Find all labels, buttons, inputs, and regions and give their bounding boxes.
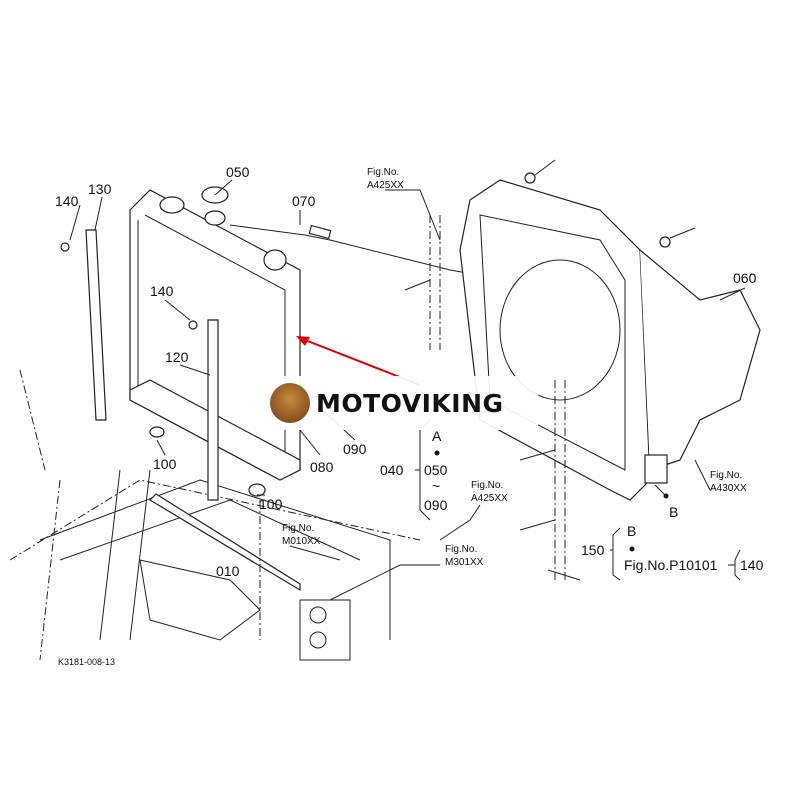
label-130: 130	[88, 181, 112, 197]
label-010: 010	[216, 563, 240, 579]
fig-ref-m010xx[interactable]: M010XX	[282, 536, 321, 547]
cushion-100	[248, 483, 266, 497]
bracket-120	[207, 319, 219, 501]
fig-ref-m301xx[interactable]: M301XX	[445, 557, 484, 568]
label-050: 050	[424, 462, 448, 478]
rubber-strip-010	[149, 493, 301, 592]
range-tilde: ~	[432, 478, 440, 494]
bracket-130	[85, 229, 107, 421]
chassis-frame	[9, 369, 421, 661]
fig-ref-a430xx[interactable]: A430XX	[710, 483, 747, 494]
label-120: 120	[165, 349, 189, 365]
cushion-100	[149, 426, 165, 438]
label-060: 060	[733, 270, 757, 286]
fig-ref-title: Fig.No.	[471, 480, 503, 491]
arrow-head-icon	[296, 336, 310, 346]
point-b-label: B	[669, 504, 678, 520]
fan-shroud-060	[459, 159, 761, 501]
label-090: 090	[343, 441, 367, 457]
radiator-cap-050	[204, 210, 226, 226]
fig-ref-title: Fig.No.	[710, 470, 742, 481]
fig-ref-a425xx[interactable]: A425XX	[367, 180, 404, 191]
group-a-label: A	[432, 428, 442, 444]
watermark-logo: MOTOVIKING	[262, 376, 538, 430]
label-090: 090	[424, 497, 448, 513]
fig-ref-title: Fig.No.	[445, 544, 477, 555]
label-140: 140	[740, 557, 764, 573]
bolt-140	[60, 242, 70, 252]
fig-ref-p10101[interactable]: Fig.No.P10101	[624, 557, 718, 573]
fig-ref-title: Fig.No.	[282, 523, 314, 534]
label-050: 050	[226, 164, 250, 180]
bolt-140	[188, 320, 198, 330]
label-140: 140	[150, 283, 174, 299]
fig-ref-a425xx[interactable]: A425XX	[471, 493, 508, 504]
label-070: 070	[292, 193, 316, 209]
fig-ref-title: Fig.No.	[367, 167, 399, 178]
label-140: 140	[55, 193, 79, 209]
label-150: 150	[581, 542, 605, 558]
label-040: 040	[380, 462, 404, 478]
label-100: 100	[259, 496, 283, 512]
label-100: 100	[153, 456, 177, 472]
label-080: 080	[310, 459, 334, 475]
watermark-text: MOTOVIKING	[316, 388, 504, 418]
group-b-label: B	[627, 523, 636, 539]
drawing-code: K3181-008-13	[58, 657, 115, 667]
viking-mascot-icon	[270, 383, 310, 423]
